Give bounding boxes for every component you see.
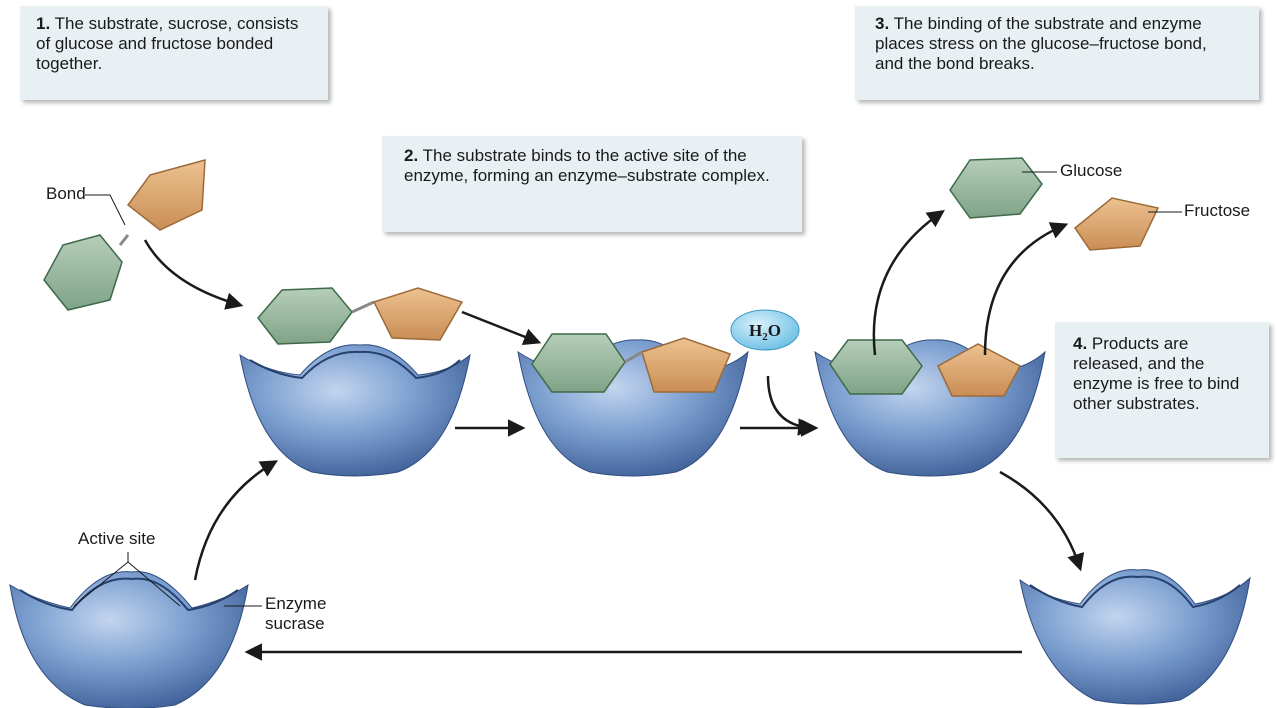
sucrose-bound xyxy=(531,333,732,393)
step-1-number: 1. xyxy=(36,14,51,33)
step-1-box: 1. The substrate, sucrose, consists of g… xyxy=(20,6,328,100)
step-4-number: 4. xyxy=(1073,334,1088,353)
enzyme-label-line2: sucrase xyxy=(265,614,325,633)
enzyme-label-line1: Enzyme xyxy=(265,594,327,613)
active-site-leader xyxy=(73,552,181,607)
fructose-released xyxy=(1073,197,1160,251)
arrow-fructose-release xyxy=(983,222,1069,356)
arrow-substrate-approach xyxy=(143,239,244,310)
glucose-hexagon xyxy=(43,234,123,311)
step-2-number: 2. xyxy=(404,146,419,165)
fructose-label: Fructose xyxy=(1184,201,1251,220)
water-bubble xyxy=(730,309,800,351)
sucrose-approaching xyxy=(257,287,464,345)
glycosidic-bond xyxy=(118,234,130,246)
water-label: H2O xyxy=(749,321,781,343)
arrow-water xyxy=(766,375,816,436)
step-3-number: 3. xyxy=(875,14,890,33)
arrow-enzyme-ready xyxy=(193,460,279,581)
active-site-label: Active site xyxy=(78,529,156,548)
step-2-text: The substrate binds to the active site o… xyxy=(404,146,770,185)
step-1-text: The substrate, sucrose, consists of gluc… xyxy=(36,14,299,73)
bond-label: Bond xyxy=(46,184,86,203)
arrow-enzyme-release xyxy=(999,470,1085,572)
fructose-pentagon xyxy=(126,159,206,231)
enzyme-step1 xyxy=(239,344,471,477)
sucrose-free xyxy=(43,159,206,311)
enzyme-free-bottom-left xyxy=(9,571,249,708)
enzyme-released xyxy=(1019,569,1251,705)
arrow-glucose-release xyxy=(872,210,945,356)
bond-leader xyxy=(85,194,126,226)
step-2-box: 2. The substrate binds to the active sit… xyxy=(382,136,802,232)
arrow-to-active-site xyxy=(461,310,542,345)
step-3-box: 3. The binding of the substrate and enzy… xyxy=(855,6,1259,100)
glucose-released xyxy=(949,157,1043,219)
step-4-box: 4. Products are released, and the enzyme… xyxy=(1055,322,1269,458)
enzyme-label: Enzyme sucrase xyxy=(265,594,326,634)
products-on-enzyme xyxy=(829,339,1022,397)
glucose-label: Glucose xyxy=(1060,161,1123,180)
step-3-text: The binding of the substrate and enzyme … xyxy=(875,14,1207,73)
step-4-text: Products are released, and the enzyme is… xyxy=(1073,334,1240,413)
